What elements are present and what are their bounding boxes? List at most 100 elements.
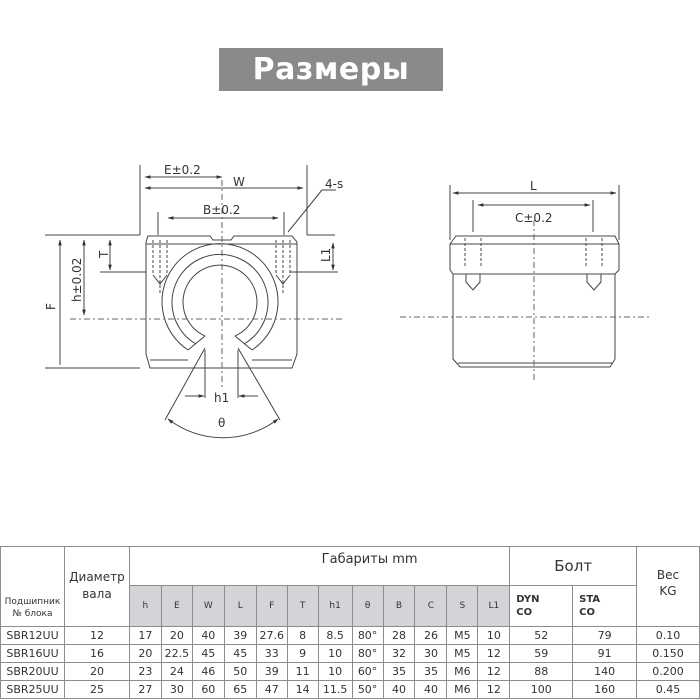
header-diam-line2: вала [82,587,112,601]
cell-E: 22.5 [160,644,193,663]
cell-L: 65 [223,680,257,699]
cell-dyn: 88 [509,662,574,681]
side-view-labels: L C±0.2 [515,179,553,225]
front-view [45,165,345,439]
cell-dyn: 59 [509,644,574,663]
cell-S: M6 [446,662,479,681]
cell-h1: 10 [317,644,353,663]
cell-sta: 160 [572,680,638,699]
cell-S: M5 [446,626,479,645]
cell-theta: 50° [351,680,384,699]
cell-L: 39 [223,626,257,645]
cell-B: 32 [382,644,416,663]
cell-h: 17 [128,626,162,645]
col-B: B [382,585,416,627]
cell-sta: 140 [572,662,638,681]
cell-T: 14 [286,680,319,699]
cell-S: M6 [446,680,479,699]
col-dyn-co: DYN CO [509,585,574,627]
col-L1: L1 [477,585,511,627]
col-theta: θ [351,585,384,627]
cell-E: 20 [160,626,193,645]
cell-model: SBR12UU [0,626,65,645]
header-dimensions-group: Габариты mm [128,546,511,586]
side-view [400,185,650,380]
header-bearing-line2: № блока [12,609,53,619]
cell-weight: 0.200 [636,662,700,681]
page-title: Размеры [252,52,410,87]
cell-L1: 12 [477,680,511,699]
cell-dyn: 52 [509,626,574,645]
label-L: L [530,179,537,193]
col-F: F [255,585,288,627]
table-row: SBR20UU 20 23 24 46 50 39 11 10 60° 35 3… [0,662,700,681]
col-T: T [286,585,319,627]
table-row: SBR16UU 16 20 22.5 45 45 33 9 10 80° 32 … [0,644,700,663]
col-sta-line2: CO [579,607,596,618]
label-W: W [233,175,245,189]
cell-E: 24 [160,662,193,681]
cell-C: 40 [414,680,448,699]
cell-shaft: 12 [63,626,130,645]
cell-sta: 91 [572,644,638,663]
cell-C: 30 [414,644,448,663]
label-h: h±0.02 [70,258,84,302]
cell-shaft: 25 [63,680,130,699]
header-shaft-diameter: Диаметр вала [63,546,130,627]
col-sta-co: STA CO [572,585,638,627]
cell-E: 30 [160,680,193,699]
cell-L: 45 [223,644,257,663]
table-row: SBR12UU 12 17 20 40 39 27.6 8 8.5 80° 28… [0,626,700,645]
cell-h: 23 [128,662,162,681]
col-h: h [128,585,162,627]
header-weight-line2: KG [659,584,677,598]
cell-W: 46 [191,662,225,681]
col-h1: h1 [317,585,353,627]
cell-W: 45 [191,644,225,663]
cell-T: 11 [286,662,319,681]
cell-h1: 11.5 [317,680,353,699]
cell-F: 47 [255,680,288,699]
cell-L1: 12 [477,644,511,663]
cell-dyn: 100 [509,680,574,699]
col-dyn-line2: CO [516,607,533,618]
label-h1: h1 [214,391,229,405]
cell-weight: 0.150 [636,644,700,663]
label-L1: L1 [319,248,333,262]
label-theta: θ [218,416,225,430]
cell-theta: 80° [351,644,384,663]
cell-C: 26 [414,626,448,645]
cell-B: 28 [382,626,416,645]
cell-L1: 10 [477,626,511,645]
col-W: W [191,585,225,627]
table-row: SBR25UU 25 27 30 60 65 47 14 11.5 50° 40… [0,680,700,699]
cell-T: 8 [286,626,319,645]
header-weight-line1: Вес [656,568,680,582]
technical-drawing: E±0.2 W B±0.2 4-s T h±0.02 F L1 h1 θ [44,163,650,439]
header-bearing: Подшипник № блока [0,546,65,627]
cell-F: 33 [255,644,288,663]
cell-weight: 0.45 [636,680,700,699]
cell-B: 40 [382,680,416,699]
cell-F: 27.6 [255,626,288,645]
title-banner: Размеры [219,48,443,91]
col-E: E [160,585,193,627]
col-L: L [223,585,257,627]
header-diam-line1: Диаметр [69,570,125,584]
cell-F: 39 [255,662,288,681]
cell-model: SBR20UU [0,662,65,681]
header-bolt-group: Болт [509,546,638,586]
label-B: B±0.2 [203,203,240,217]
label-E: E±0.2 [164,163,201,177]
cell-shaft: 20 [63,662,130,681]
cell-theta: 60° [351,662,384,681]
label-F: F [44,303,58,310]
label-holes: 4-s [325,177,343,191]
cell-h: 27 [128,680,162,699]
cell-W: 60 [191,680,225,699]
header-weight: Вес KG [636,546,700,627]
cell-L: 50 [223,662,257,681]
col-S: S [446,585,479,627]
cell-theta: 80° [351,626,384,645]
cell-model: SBR16UU [0,644,65,663]
